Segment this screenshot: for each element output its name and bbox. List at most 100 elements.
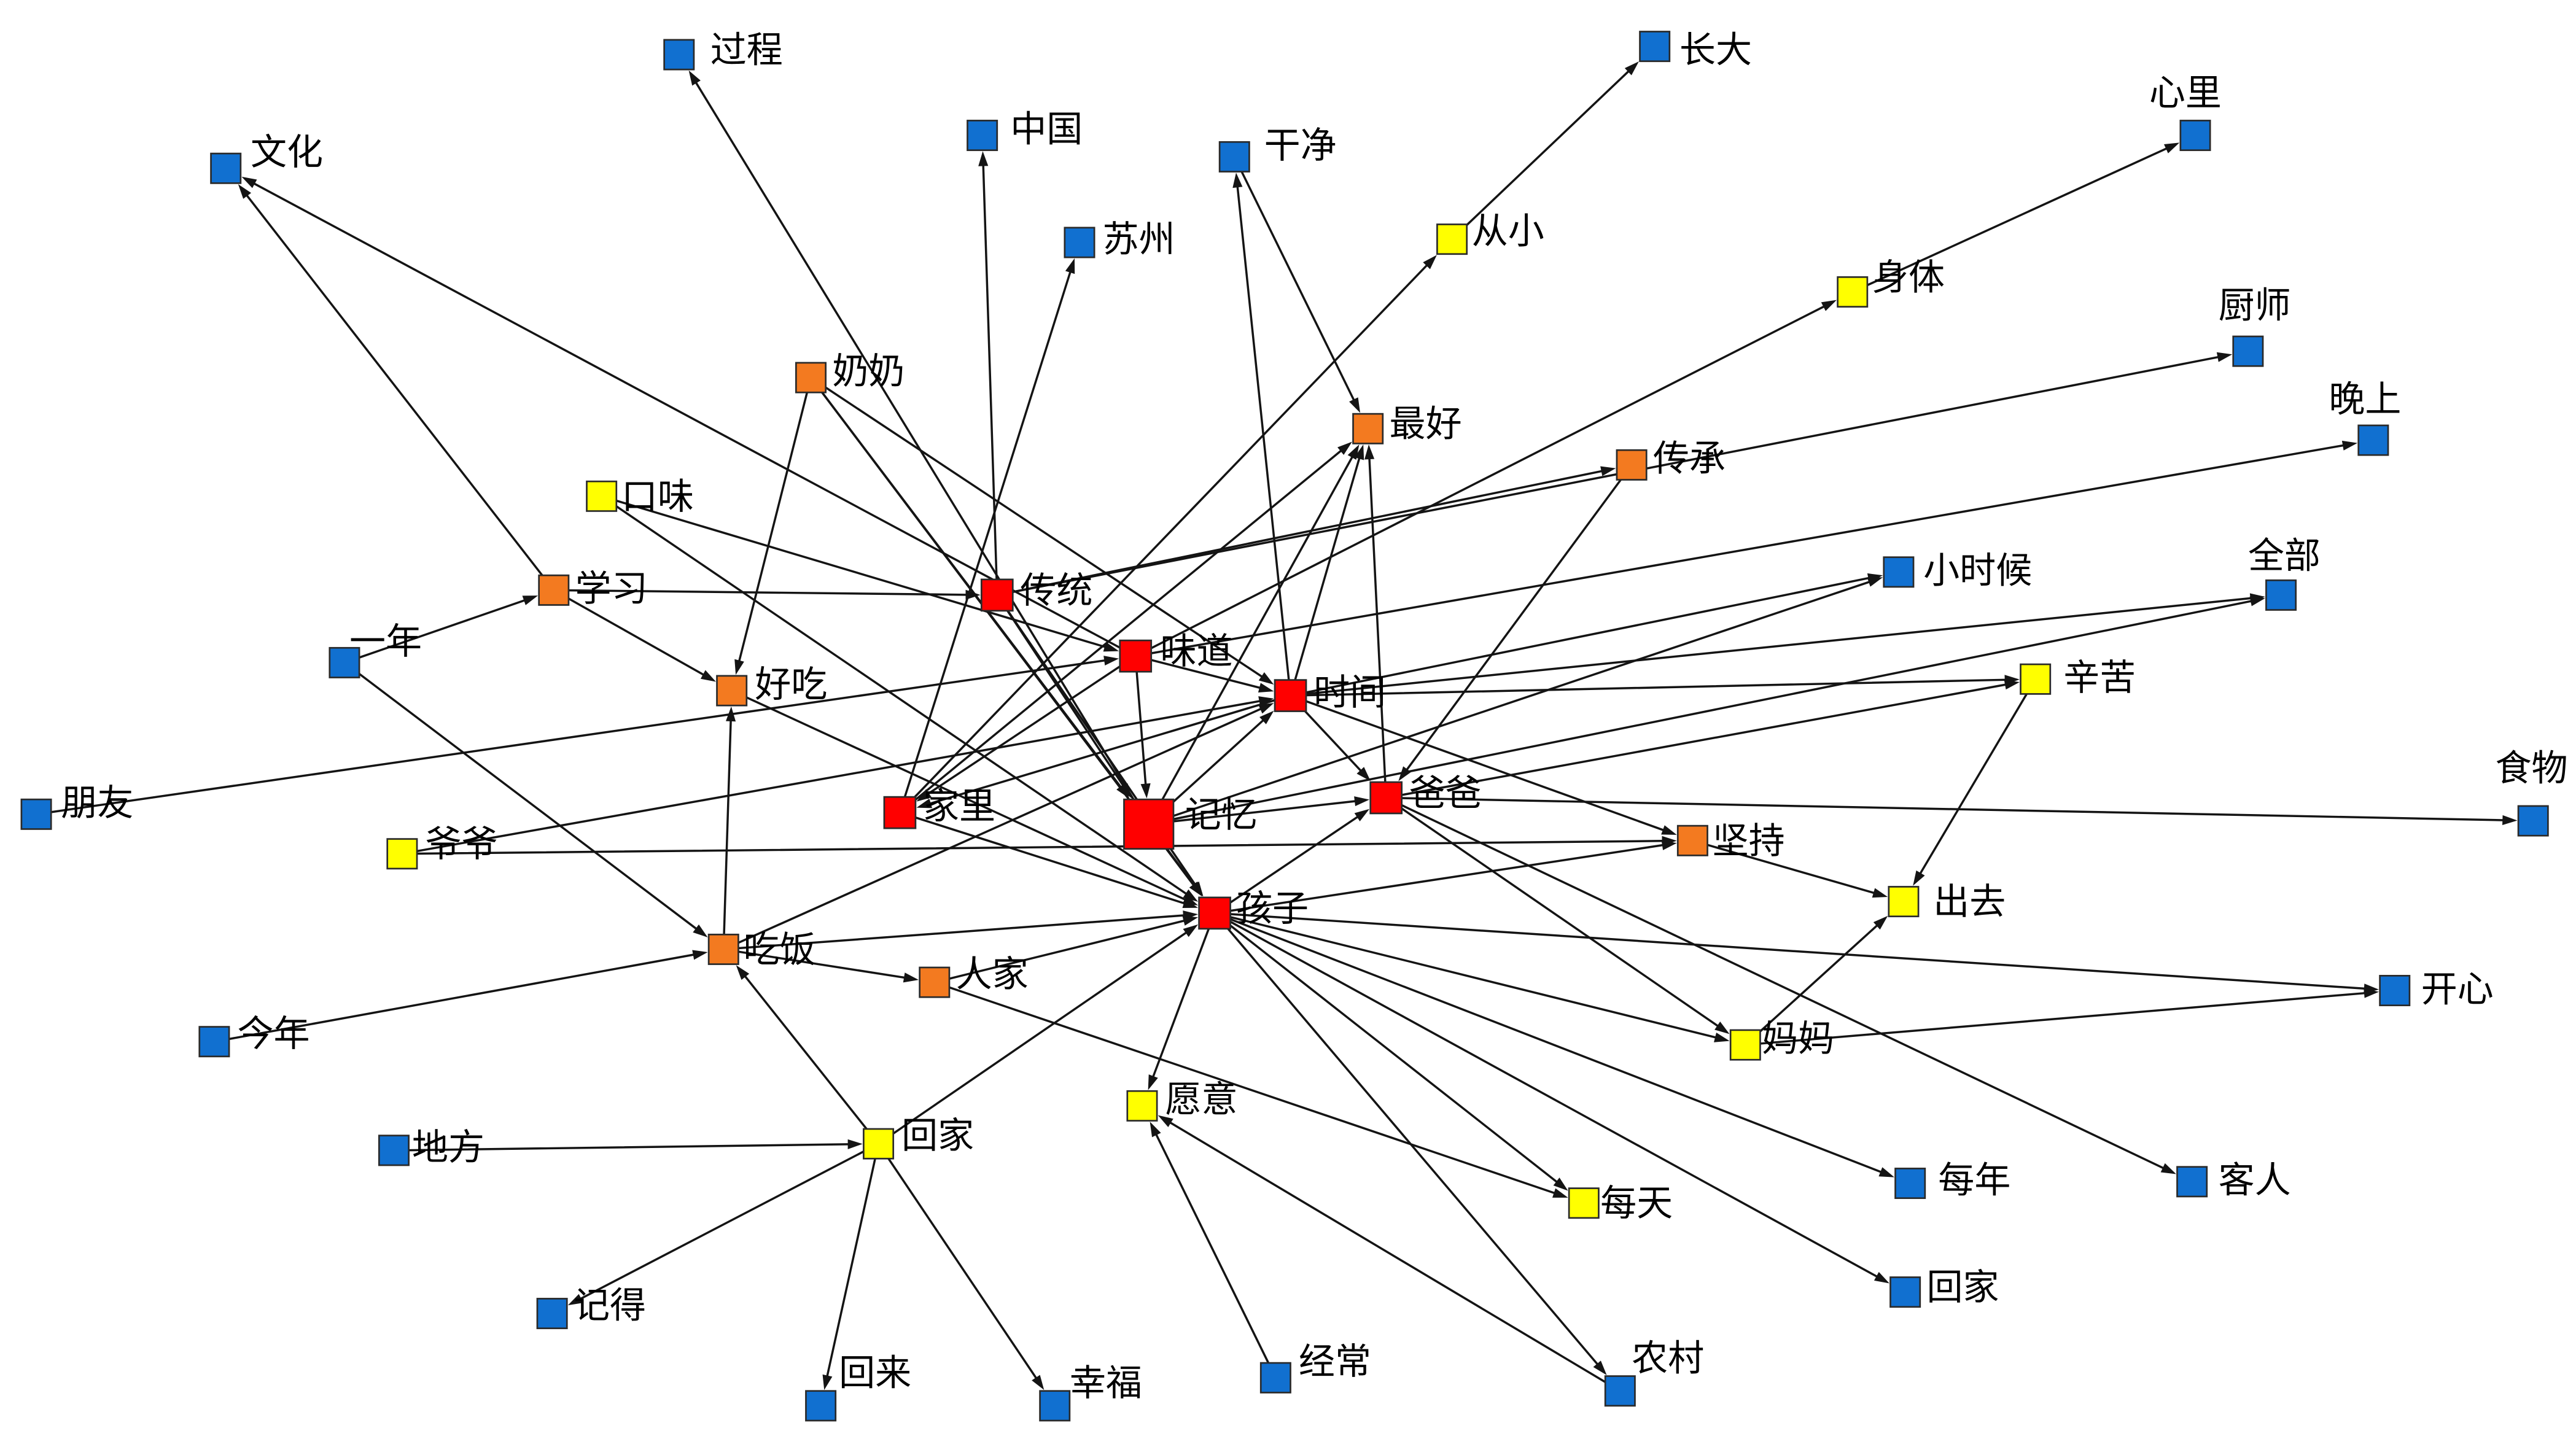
edge-line bbox=[253, 182, 1121, 649]
arrowhead bbox=[1593, 1360, 1607, 1375]
edge-line bbox=[615, 505, 1187, 895]
node-square bbox=[967, 120, 998, 152]
edge-line bbox=[1172, 600, 2252, 821]
node-label: 回来 bbox=[839, 1352, 911, 1394]
arrowhead bbox=[1258, 703, 1274, 714]
network-node: 开心 bbox=[2379, 968, 2494, 1010]
node-square bbox=[1888, 886, 1920, 918]
node-label: 厨师 bbox=[2219, 284, 2291, 326]
arrowhead bbox=[1714, 1021, 1730, 1034]
edge-line bbox=[1305, 576, 1870, 694]
arrowhead bbox=[1182, 898, 1198, 909]
arrowhead bbox=[1600, 466, 1616, 476]
network-node: 食物 bbox=[2495, 747, 2568, 837]
node-label: 客人 bbox=[2219, 1159, 2291, 1201]
arrowhead bbox=[1182, 915, 1198, 926]
node-square bbox=[538, 574, 570, 606]
node-square bbox=[1119, 639, 1153, 673]
node-square bbox=[386, 838, 418, 870]
node-label: 坚持 bbox=[1713, 820, 1785, 862]
network-node: 出去 bbox=[1888, 880, 2006, 923]
edge-line bbox=[1368, 458, 1387, 783]
network-node: 回家 bbox=[863, 1114, 974, 1160]
edge-line bbox=[1135, 670, 1147, 785]
node-square bbox=[198, 1026, 230, 1058]
node-label: 身体 bbox=[1872, 256, 1945, 298]
edge-line bbox=[416, 840, 1664, 855]
network-node: 回来 bbox=[805, 1352, 911, 1422]
arrowhead bbox=[1364, 444, 1375, 460]
network-node: 晚上 bbox=[2329, 378, 2401, 456]
arrowhead bbox=[2004, 680, 2020, 690]
node-square bbox=[1126, 1090, 1158, 1122]
arrowhead bbox=[1183, 924, 1198, 937]
edge-line bbox=[1150, 659, 1261, 689]
node-label: 幸福 bbox=[1070, 1362, 1142, 1404]
edge-line bbox=[1150, 444, 2344, 654]
node-label: 好吃 bbox=[755, 663, 827, 705]
edge-line bbox=[948, 920, 1185, 980]
edge-line bbox=[982, 165, 998, 581]
arrowhead bbox=[1103, 656, 1119, 665]
node-square bbox=[210, 152, 242, 184]
arrowhead bbox=[1189, 882, 1202, 897]
network-node: 妈妈 bbox=[1729, 1017, 1834, 1061]
arrowhead bbox=[1553, 1177, 1568, 1191]
node-label: 时间 bbox=[1313, 671, 1386, 713]
node-label: 吃饭 bbox=[743, 928, 815, 971]
network-node: 最好 bbox=[1352, 403, 1462, 445]
node-square bbox=[1259, 1362, 1291, 1394]
node-square bbox=[1218, 141, 1250, 173]
node-label: 食物 bbox=[2495, 747, 2567, 789]
arrowhead bbox=[693, 924, 708, 937]
node-label: 奶奶 bbox=[832, 350, 905, 392]
arrowhead bbox=[2216, 352, 2233, 362]
node-square bbox=[1889, 1276, 1921, 1308]
arrowhead bbox=[916, 789, 932, 802]
edge-line bbox=[1294, 457, 1361, 681]
edge-line bbox=[1305, 597, 2252, 696]
network-node: 奶奶 bbox=[795, 350, 905, 394]
arrowhead bbox=[1398, 766, 1411, 782]
arrowhead bbox=[1423, 255, 1437, 270]
edge-line bbox=[615, 499, 1106, 648]
edge-line bbox=[723, 720, 732, 936]
edge-line bbox=[1465, 70, 1630, 227]
edge-line bbox=[1169, 1122, 1606, 1383]
node-square bbox=[1123, 798, 1175, 850]
arrowhead bbox=[736, 965, 750, 980]
arrowhead bbox=[903, 972, 919, 983]
network-node: 每年 bbox=[1894, 1159, 2010, 1201]
node-square bbox=[1274, 679, 1307, 712]
node-label: 出去 bbox=[1933, 880, 2006, 923]
network-node: 从小 bbox=[1436, 210, 1544, 255]
node-square bbox=[1436, 223, 1468, 255]
node-label: 学习 bbox=[575, 567, 648, 610]
node-square bbox=[20, 798, 52, 830]
network-node: 长大 bbox=[1639, 28, 1752, 71]
node-label: 爷爷 bbox=[425, 823, 497, 865]
network-node: 每天 bbox=[1568, 1182, 1673, 1224]
node-square bbox=[1837, 276, 1869, 308]
arrowhead bbox=[1258, 672, 1274, 685]
network-node: 记忆 bbox=[1123, 793, 1258, 850]
edge-line bbox=[50, 659, 1105, 813]
edge-line bbox=[1152, 928, 1210, 1077]
arrowhead bbox=[1354, 796, 1370, 807]
arrowhead bbox=[1259, 710, 1274, 724]
node-label: 苏州 bbox=[1103, 218, 1175, 260]
network-node: 愿意 bbox=[1126, 1078, 1238, 1122]
edge-line bbox=[1227, 928, 1598, 1365]
network-node: 今年 bbox=[198, 1012, 310, 1058]
edge-line bbox=[1229, 918, 1882, 1173]
node-square bbox=[329, 646, 360, 678]
network-node: 坚持 bbox=[1676, 820, 1785, 862]
node-square bbox=[883, 796, 917, 829]
arrowhead bbox=[1258, 683, 1274, 692]
arrowhead bbox=[1867, 577, 1883, 587]
node-layer: 传统味道时间家里记忆爸爸孩子奶奶最好传承学习好吃坚持吃饭人家从小身体口味辛苦爷爷… bbox=[20, 28, 2568, 1422]
node-label: 一年 bbox=[349, 620, 422, 662]
node-square bbox=[2232, 335, 2264, 367]
arrowhead bbox=[1354, 809, 1370, 821]
arrowhead bbox=[238, 184, 252, 199]
